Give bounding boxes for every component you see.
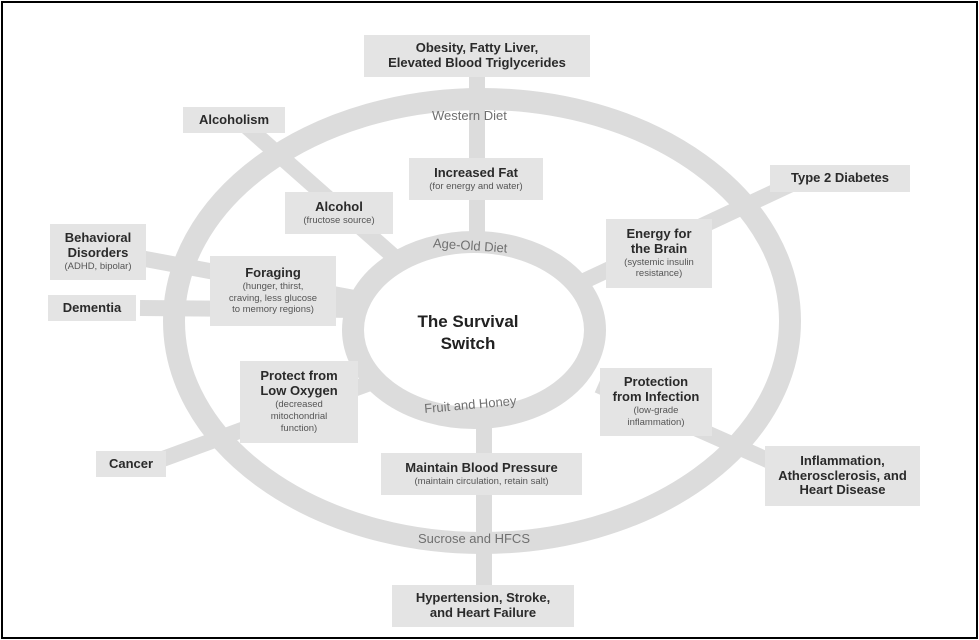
box-protect-low-oxygen-sub2: mitochondrial	[270, 411, 328, 422]
box-alcohol: Alcohol (fructose source)	[285, 192, 393, 234]
box-energy-brain-title1: Energy for	[626, 225, 692, 241]
ring-label-sucrose-hfcs: Sucrose and HFCS	[418, 531, 530, 546]
box-foraging: Foraging (hunger, thirst, craving, less …	[210, 256, 336, 326]
box-foraging-sub1: (hunger, thirst,	[242, 280, 304, 292]
box-protect-low-oxygen-title2: Low Oxygen	[260, 383, 338, 399]
ring-label-western-diet: Western Diet	[432, 108, 507, 123]
box-alcohol-sub: (fructose source)	[303, 214, 375, 226]
box-cancer: Cancer	[96, 451, 166, 477]
box-increased-fat: Increased Fat (for energy and water)	[409, 158, 543, 200]
box-behavioral-sub: (ADHD, bipolar)	[64, 261, 132, 272]
box-obesity-line2: Elevated Blood Triglycerides	[388, 55, 566, 70]
box-type2-label: Type 2 Diabetes	[790, 170, 890, 186]
box-inflammation-line2: Atherosclerosis, and	[778, 467, 907, 483]
inner-ring	[342, 231, 606, 429]
box-alcoholism-label: Alcoholism	[198, 111, 270, 127]
box-behavioral-disorders: Behavioral Disorders (ADHD, bipolar)	[50, 224, 146, 280]
box-foraging-sub2: craving, less glucose	[228, 292, 318, 304]
center-title-line1: The Survival	[417, 312, 519, 331]
box-maintain-bp-title: Maintain Blood Pressure	[405, 459, 558, 475]
box-increased-fat-sub: (for energy and water)	[429, 180, 523, 192]
box-hypertension-line1: Hypertension, Stroke,	[415, 590, 551, 606]
box-energy-brain-sub2: resistance)	[635, 268, 683, 280]
box-protection-infection: Protection from Infection (low-grade inf…	[600, 368, 712, 436]
center-title-line2: Switch	[440, 334, 496, 354]
box-cancer-label: Cancer	[108, 455, 154, 471]
box-protection-infection-title2: from Infection	[612, 389, 700, 405]
box-protect-low-oxygen-sub1: (decreased	[275, 399, 323, 411]
outer-ring	[163, 88, 801, 554]
box-protect-low-oxygen-sub3: function)	[280, 422, 318, 434]
box-foraging-title: Foraging	[245, 264, 301, 280]
box-maintain-bp-sub: (maintain circulation, retain salt)	[414, 475, 549, 487]
box-type2-diabetes: Type 2 Diabetes	[770, 165, 910, 192]
box-behavioral-line1: Behavioral	[64, 230, 132, 246]
box-protection-infection-title1: Protection	[623, 374, 689, 390]
box-protection-infection-sub1: (low-grade	[633, 405, 679, 417]
box-energy-brain-title2: the Brain	[630, 240, 688, 256]
box-foraging-sub3: to memory regions)	[232, 304, 314, 316]
box-protect-low-oxygen-title1: Protect from	[260, 368, 338, 384]
center-title: The Survival Switch	[398, 311, 538, 355]
box-obesity-line1: Obesity, Fatty Liver,	[415, 40, 539, 56]
box-protection-infection-sub2: inflammation)	[627, 416, 685, 428]
box-inflammation-line1: Inflammation,	[800, 452, 885, 468]
box-hypertension-line2: and Heart Failure	[429, 605, 537, 620]
box-alcohol-title: Alcohol	[315, 198, 363, 214]
box-behavioral-line2: Disorders	[67, 245, 129, 261]
box-obesity: Obesity, Fatty Liver, Elevated Blood Tri…	[364, 35, 590, 77]
box-energy-brain: Energy for the Brain (systemic insulin r…	[606, 219, 712, 288]
box-inflammation: Inflammation, Atherosclerosis, and Heart…	[765, 446, 920, 506]
box-protect-low-oxygen: Protect from Low Oxygen (decreased mitoc…	[240, 361, 358, 443]
box-dementia-label: Dementia	[62, 299, 122, 315]
box-maintain-blood-pressure: Maintain Blood Pressure (maintain circul…	[381, 453, 582, 495]
box-increased-fat-title: Increased Fat	[434, 164, 518, 180]
box-dementia: Dementia	[48, 295, 136, 321]
box-hypertension: Hypertension, Stroke, and Heart Failure	[392, 585, 574, 627]
box-alcoholism: Alcoholism	[183, 107, 285, 133]
box-energy-brain-sub1: (systemic insulin	[624, 256, 694, 268]
box-inflammation-line3: Heart Disease	[799, 482, 886, 498]
